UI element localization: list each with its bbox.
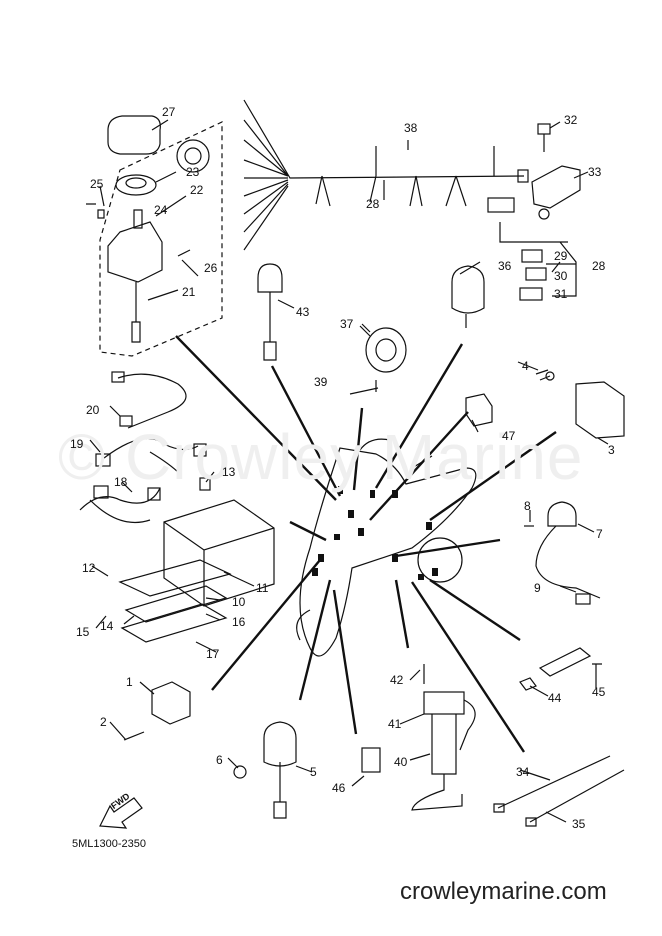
part-code: 5ML1300-2350 [72,838,147,850]
part-16-pad [124,585,228,623]
callout-28-harness: 28 [366,197,380,211]
callout-9: 9 [534,581,541,595]
part-2-bolt [123,731,145,741]
part-28-harness [243,99,525,251]
part-7 [547,501,577,527]
callout-1: 1 [126,675,133,689]
part-46 [361,747,381,773]
callout-31: 31 [554,287,568,301]
callout-19: 19 [70,437,84,451]
part-6-nut [233,765,247,779]
part-43 [257,263,283,293]
callout-18: 18 [114,475,128,489]
callout-13: 13 [222,465,236,479]
part-41-pump-top [423,691,465,715]
callout-21: 21 [182,285,196,299]
part-10-bracket [118,559,232,597]
callout-30: 30 [554,269,568,283]
callout-36: 36 [498,259,512,273]
footer-site-name: crowleymarine.com [400,878,607,905]
fwd-arrow-icon [99,797,143,829]
callout-5: 5 [310,765,317,779]
callout-32: 32 [564,113,578,127]
watermark: © Crowley Marine [58,421,584,493]
callout-38: 38 [404,121,418,135]
part-36 [451,265,485,314]
callout-47: 47 [502,429,516,443]
part-19-harness [103,437,199,475]
part-5-sender [263,721,297,767]
callout-7: 7 [596,527,603,541]
part-11-battery [163,499,275,607]
part-27-cap [107,115,161,155]
callout-29: 29 [554,249,568,263]
callout-28-group: 28 [592,259,606,273]
callout-26: 26 [204,261,218,275]
callout-37: 37 [340,317,354,331]
part-20-harness [117,373,187,429]
callout-20: 20 [86,403,100,417]
callout-25: 25 [90,177,104,191]
part-gear [176,139,210,173]
callout-15: 15 [76,625,90,639]
callout-2: 2 [100,715,107,729]
part-33-bracket [531,165,581,209]
part-34-tie [497,755,611,809]
callout-24: 24 [154,203,168,217]
callout-34: 34 [516,765,530,779]
scooter-outline [299,447,477,657]
part-29 [521,249,543,263]
part-23-ring [115,174,157,196]
part-1-relay [151,681,191,725]
part-40-pump [411,714,463,811]
part-32-bolt [537,123,551,135]
callout-6: 6 [216,753,223,767]
callout-42: 42 [390,673,404,687]
part-30 [525,267,547,281]
callout-4: 4 [522,359,529,373]
callout-46: 46 [332,781,346,795]
callout-16: 16 [232,615,246,629]
callout-45: 45 [592,685,606,699]
callout-41: 41 [388,717,402,731]
callout-11: 11 [256,581,269,595]
callout-44: 44 [548,691,562,705]
callout-3: 3 [608,443,615,457]
part-35-tie [529,769,625,823]
callout-8: 8 [524,499,531,513]
callout-10: 10 [232,595,246,609]
callout-22: 22 [190,183,204,197]
callout-40: 40 [394,755,408,769]
callout-23: 23 [186,165,200,179]
callout-27: 27 [162,105,176,119]
ignition-group-outline [99,121,223,357]
part-44 [519,677,537,691]
callout-14: 14 [100,619,114,633]
part-18-harness [79,487,161,524]
callout-43: 43 [296,305,310,319]
part-31 [519,287,543,301]
callout-17: 17 [206,647,220,661]
callout-33: 33 [588,165,602,179]
callout-39: 39 [314,375,328,389]
part-37-horn [365,327,407,373]
callout-35: 35 [572,817,586,831]
part-3-regulator [575,381,625,439]
callout-12: 12 [82,561,96,575]
part-22-switch [107,221,163,283]
part-17-pad [120,603,228,643]
